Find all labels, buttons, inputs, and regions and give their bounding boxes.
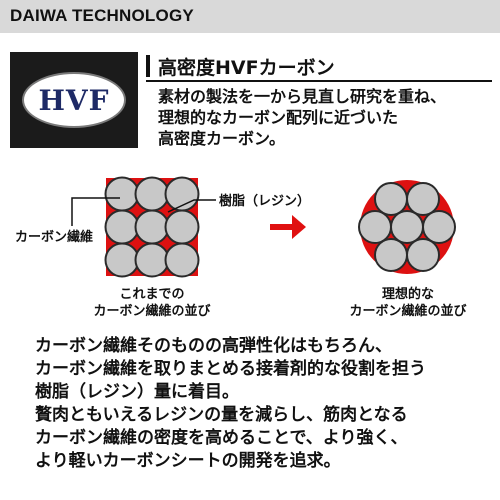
body-text: カーボン繊維そのものの高弾性化はもちろん、 カーボン繊維を取りまとめる接着剤的な… [35,335,426,473]
ideal-arrangement [358,180,456,274]
carbon-fiber [164,209,200,245]
resin-leader-line [167,199,216,213]
carbon-fiber [374,182,408,216]
carbon-fiber [422,210,456,244]
section-description: 素材の製法を一から見直し研究を重ね、 理想的なカーボン配列に近づいた 高密度カー… [158,86,446,149]
body-line: カーボン繊維を取りまとめる接着剤的な役割を担う [35,359,426,379]
caption-line: 理想的な [381,287,434,302]
carbon-fiber [134,209,170,245]
section-title: 高密度HVFカーボン [158,57,335,79]
carbon-fiber [406,238,440,272]
carbon-fiber [358,210,392,244]
hvf-logo-oval: HVF [22,72,126,128]
body-line: 樹脂（レジン）量に着目。 [35,382,239,402]
carbon-fiber [104,242,140,278]
hvf-logo-text: HVF [38,84,110,117]
label-resin: 樹脂（レジン） [219,194,311,209]
body-line: より軽いカーボンシートの開発を追求。 [35,451,341,471]
body-line: 贅肉ともいえるレジンの量を減らし、筋肉となる [35,405,408,425]
carbon-fiber [104,176,140,212]
caption-conventional: これまでの カーボン繊維の並び [80,286,224,320]
carbon-fiber [164,242,200,278]
section-title-bar [146,55,150,77]
arrow-icon [270,215,306,239]
section-divider [146,80,492,82]
label-carbon-fiber: カーボン繊維 [15,230,94,245]
description-line: 理想的なカーボン配列に近づいた [158,108,399,127]
caption-ideal: 理想的な カーボン繊維の並び [336,286,480,320]
carbon-fiber [104,209,140,245]
carbon-fiber [406,182,440,216]
fiber-leader-line [71,197,120,226]
fiber-diagram [0,150,500,334]
body-line: カーボン繊維そのものの高弾性化はもちろん、 [35,336,392,356]
caption-line: カーボン繊維の並び [349,304,467,319]
header-title: DAIWA TECHNOLOGY [10,6,194,25]
carbon-fiber [390,210,424,244]
description-line: 素材の製法を一から見直し研究を重ね、 [158,87,447,106]
caption-line: これまでの [119,287,185,302]
carbon-fiber [134,176,170,212]
body-line: カーボン繊維の密度を高めることで、より強く、 [35,428,408,448]
carbon-fiber [374,238,408,272]
carbon-fiber [134,242,170,278]
hvf-logo: HVF [10,52,138,148]
caption-line: カーボン繊維の並び [93,304,211,319]
fiber-diagram-svg [71,176,456,278]
conventional-arrangement [71,176,216,278]
description-line: 高密度カーボン。 [158,129,286,148]
header-bar: DAIWA TECHNOLOGY [0,0,500,33]
